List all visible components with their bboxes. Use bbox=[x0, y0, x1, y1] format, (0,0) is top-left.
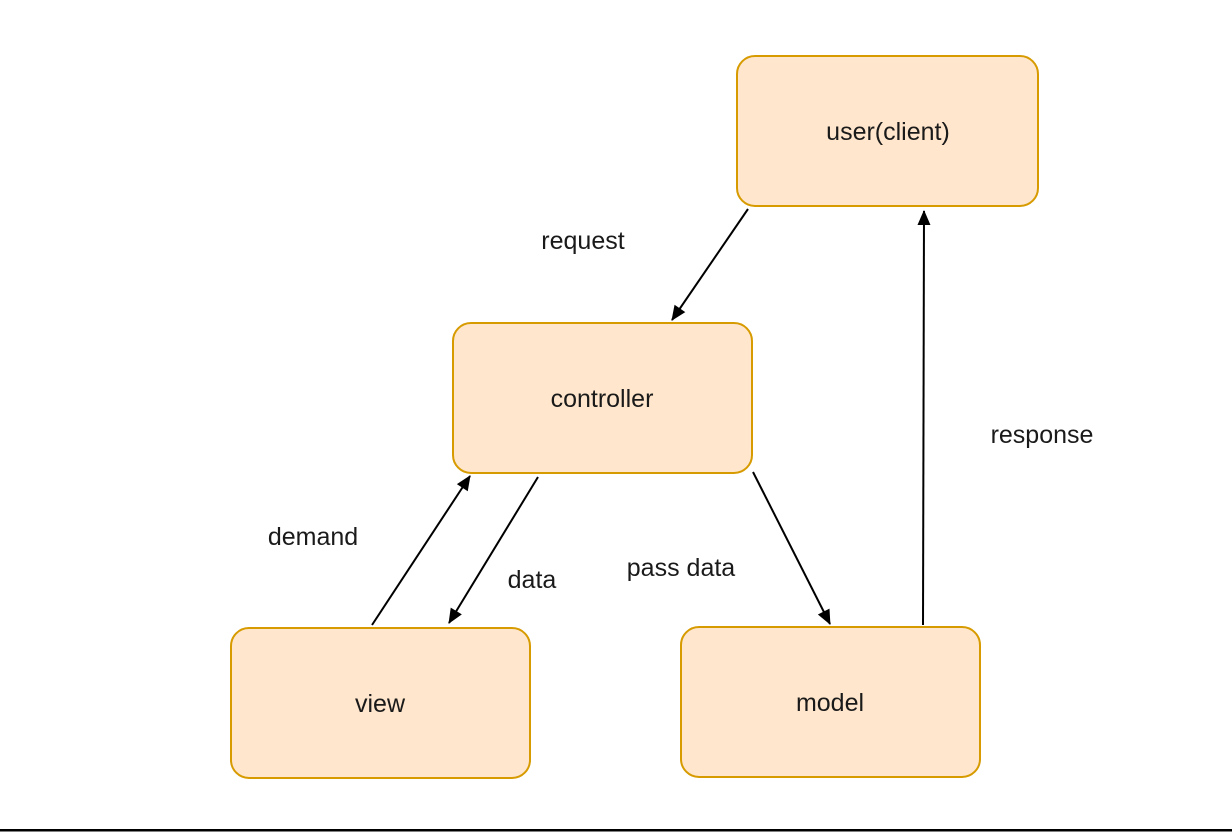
node-view-box bbox=[230, 627, 531, 779]
edge-demand-label: demand bbox=[268, 523, 358, 551]
edge-data-label: data bbox=[508, 566, 557, 594]
edge-response-arrow bbox=[917, 210, 931, 626]
edge-response-line bbox=[917, 210, 931, 626]
node-controller-box bbox=[452, 322, 753, 474]
edge-data-arrow bbox=[448, 476, 539, 624]
node-model-box bbox=[680, 626, 981, 778]
node-controller: controller bbox=[452, 322, 753, 474]
node-user-client: user(client) bbox=[736, 55, 1039, 207]
node-view: view bbox=[230, 627, 531, 779]
node-user-client-box bbox=[736, 55, 1039, 207]
node-user-client-label: user(client) bbox=[826, 118, 950, 146]
edge-request-arrow bbox=[671, 208, 749, 321]
edge-pass-data-arrow bbox=[752, 471, 831, 625]
node-model: model bbox=[680, 626, 981, 778]
node-controller-label: controller bbox=[551, 385, 654, 413]
edge-request-line bbox=[671, 208, 749, 321]
edge-demand-arrow bbox=[371, 475, 471, 626]
bottom-border-line bbox=[0, 829, 1232, 832]
edge-pass-data-line bbox=[752, 471, 831, 625]
edge-pass-data-label: pass data bbox=[627, 554, 736, 582]
edge-request-label: request bbox=[541, 227, 624, 255]
edge-demand-line bbox=[371, 475, 471, 626]
edge-data-line bbox=[448, 476, 539, 624]
node-view-label: view bbox=[355, 690, 406, 718]
edge-response-label: response bbox=[991, 421, 1094, 449]
node-model-label: model bbox=[796, 689, 864, 717]
